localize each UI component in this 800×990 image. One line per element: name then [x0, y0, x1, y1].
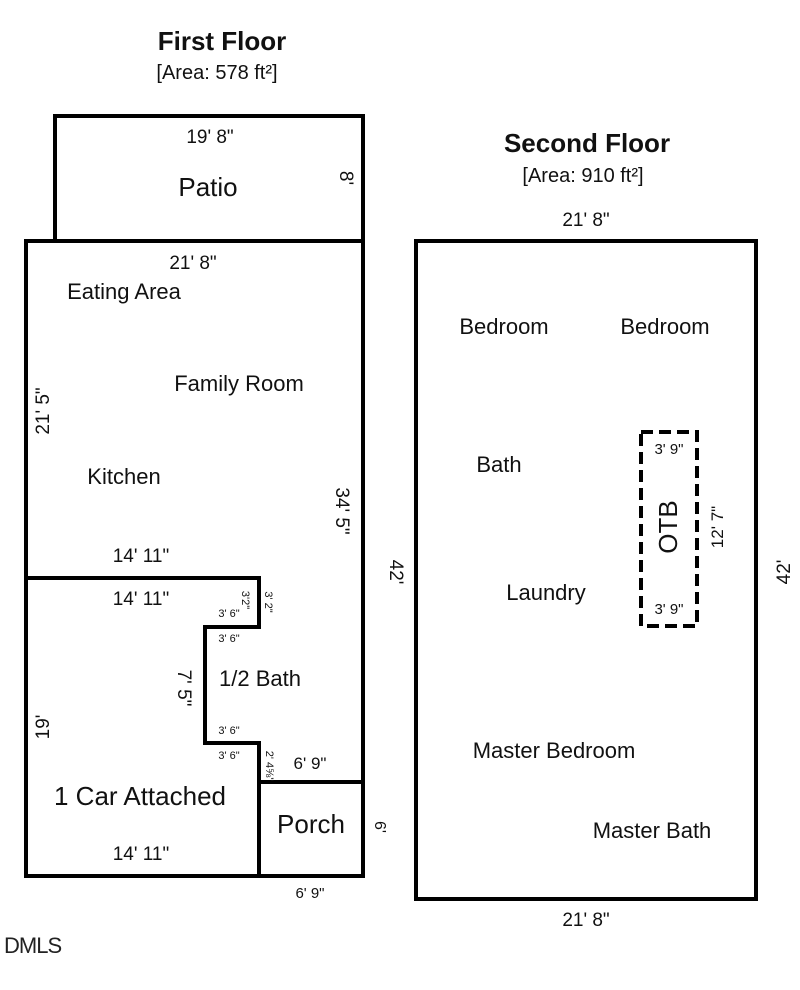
porch-bottom-dim: 6' 9" [295, 885, 324, 902]
patio-width-dim: 19' 8" [186, 127, 233, 148]
porch-label: Porch [277, 809, 345, 839]
second-floor-title: Second Floor [504, 128, 670, 158]
otb-top-dim: 3' 9" [654, 441, 683, 458]
second-floor-walls [414, 239, 758, 901]
notch-top-b-dim: 3' 2" [262, 591, 274, 612]
first-floor-walls [24, 116, 365, 878]
second-left-dim: 42' [385, 560, 406, 585]
garage-left-dim: 19' [33, 715, 54, 740]
kitchen-bottom-dim: 14' 11" [113, 546, 170, 567]
half-bath-label: 1/2 Bath [219, 666, 301, 691]
main-width-dim: 21' 8" [169, 253, 216, 274]
garage-label: 1 Car Attached [54, 781, 226, 811]
master-bedroom-label: Master Bedroom [473, 738, 636, 763]
laundry-label: Laundry [506, 580, 586, 605]
watermark: DMLS [4, 933, 61, 958]
patio-depth-dim: 8' [335, 171, 356, 185]
bedroom-2-label: Bedroom [620, 314, 709, 339]
family-room-label: Family Room [174, 371, 304, 396]
patio-label: Patio [178, 172, 237, 202]
first-floor-area: [Area: 578 ft²] [156, 62, 277, 84]
notch-bottom-width-dim: 3' 6" [218, 750, 239, 762]
eating-area-label: Eating Area [67, 279, 182, 304]
notch-bottom-height-dim: 2' 4⅝" [263, 751, 275, 782]
notch-top-width-dim: 3' 6" [218, 608, 239, 620]
garage-top-dim: 14' 11" [113, 589, 170, 610]
bath-left-dim: 7' 5" [173, 670, 194, 707]
second-top-dim: 21' 8" [562, 210, 609, 231]
bedroom-1-label: Bedroom [459, 314, 548, 339]
notch-top-a-dim: 3'2" [239, 591, 251, 609]
bath-top-width-dim: 3' 6" [218, 633, 239, 645]
otb-label: OTB [653, 500, 683, 553]
porch-top-dim: 6' 9" [294, 754, 327, 773]
porch-right-dim: 6' [371, 821, 388, 833]
first-floor-title: First Floor [158, 26, 287, 56]
second-right-dim: 42' [774, 560, 795, 585]
otb-area: 3' 9" 3' 9" OTB 12' 7" [639, 430, 727, 628]
main-left-dim: 21' 5" [33, 387, 54, 434]
master-bath-label: Master Bath [593, 818, 712, 843]
patio-room: 19' 8" Patio 8' [53, 114, 365, 241]
second-floor-area: [Area: 910 ft²] [522, 165, 643, 187]
garage-bottom-dim: 14' 11" [113, 844, 170, 865]
bath-bottom-width-dim: 3' 6" [218, 725, 239, 737]
otb-bottom-dim: 3' 9" [654, 601, 683, 618]
otb-side-dim: 12' 7" [708, 506, 727, 548]
kitchen-label: Kitchen [87, 464, 160, 489]
second-bottom-dim: 21' 8" [562, 910, 609, 931]
bath-label: Bath [476, 452, 521, 477]
main-right-dim: 34' 5" [331, 487, 352, 534]
